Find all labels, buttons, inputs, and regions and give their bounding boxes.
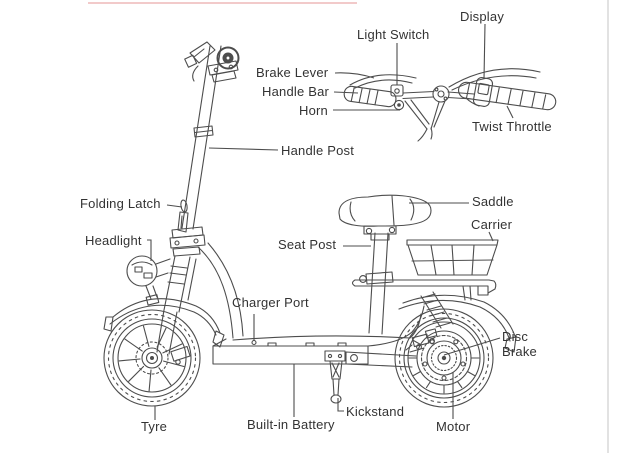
left-brake-lever bbox=[349, 74, 417, 86]
leader-lines bbox=[147, 23, 514, 420]
label-carrier: Carrier bbox=[471, 217, 513, 232]
rear-wheel-drawing bbox=[394, 308, 494, 408]
label-seat-post: Seat Post bbox=[278, 237, 337, 252]
label-motor: Motor bbox=[436, 419, 471, 434]
label-disc-brake: Disc Brake bbox=[502, 329, 537, 360]
label-tyre: Tyre bbox=[141, 419, 168, 434]
top-accent-line bbox=[88, 2, 357, 4]
motor-drawing bbox=[416, 330, 472, 386]
label-headlight: Headlight bbox=[85, 233, 142, 248]
light-switch-drawing bbox=[390, 84, 404, 97]
label-display: Display bbox=[460, 9, 505, 24]
label-horn: Horn bbox=[299, 103, 328, 118]
front-wheel-drawing bbox=[103, 309, 201, 407]
label-charger-port: Charger Port bbox=[232, 295, 309, 310]
twist-throttle-drawing bbox=[457, 81, 557, 111]
label-twist-throttle: Twist Throttle bbox=[472, 119, 552, 134]
left-grip bbox=[343, 85, 397, 108]
label-light-switch: Light Switch bbox=[357, 27, 430, 42]
charger-port-drawing bbox=[251, 339, 257, 346]
display-leader bbox=[483, 23, 486, 80]
brake-lever-leader bbox=[334, 72, 375, 79]
disc-brake-drawing bbox=[405, 328, 438, 353]
kickstand-leader bbox=[337, 398, 344, 412]
headlight-drawing bbox=[126, 255, 171, 306]
label-built-in-battery: Built-in Battery bbox=[247, 417, 335, 432]
label-handle-bar: Handle Bar bbox=[262, 84, 330, 99]
handle-post-drawing bbox=[169, 41, 240, 257]
handle-post-leader bbox=[208, 147, 279, 151]
twist-throttle-leader bbox=[506, 105, 514, 119]
front-assembly-drawing bbox=[103, 255, 225, 407]
disc-brake-leader bbox=[443, 337, 501, 356]
battery-box-drawing bbox=[212, 342, 369, 365]
carrier-drawing bbox=[351, 239, 499, 301]
carrier-leader bbox=[488, 231, 494, 242]
right-brake-lever bbox=[448, 68, 541, 88]
label-folding-latch: Folding Latch bbox=[80, 196, 161, 211]
right-border-line bbox=[607, 0, 609, 453]
saddle-drawing bbox=[338, 194, 432, 241]
label-handle-post: Handle Post bbox=[281, 143, 355, 158]
label-brake-lever: Brake Lever bbox=[256, 65, 329, 80]
headlight-leader bbox=[147, 239, 152, 261]
label-saddle: Saddle bbox=[472, 194, 514, 209]
kickstand-drawing bbox=[324, 350, 346, 404]
handlebar-detail-drawing bbox=[343, 68, 557, 142]
folding-latch-leader bbox=[166, 204, 183, 208]
horn-drawing bbox=[393, 99, 405, 111]
folding-latch-drawing bbox=[177, 199, 189, 233]
rear-assembly-drawing bbox=[394, 291, 517, 408]
handle-bar-leader bbox=[333, 91, 359, 94]
stem-clamp bbox=[432, 85, 450, 103]
label-kickstand: Kickstand bbox=[346, 404, 405, 419]
seat-drawing bbox=[338, 194, 432, 335]
display-drawing bbox=[472, 77, 494, 107]
